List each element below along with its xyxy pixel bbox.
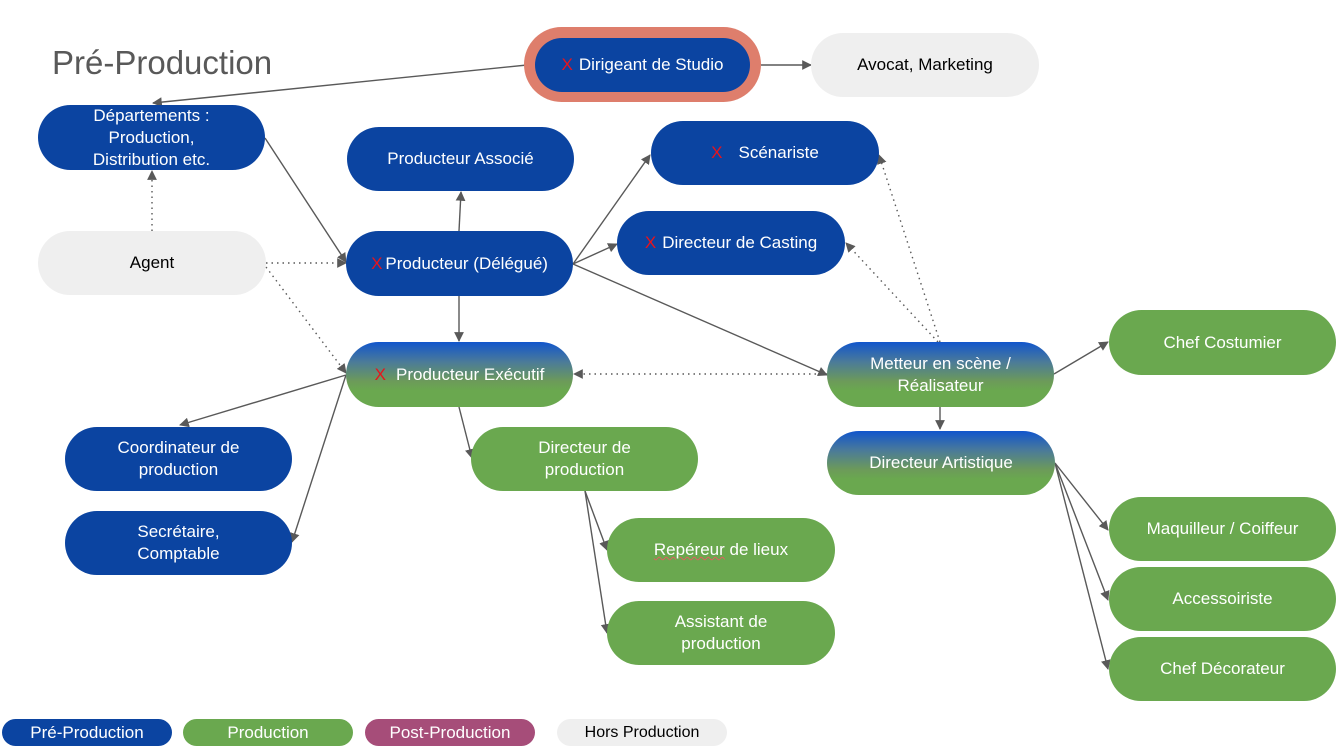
legend-hors-production: Hors Production xyxy=(557,719,727,746)
node-producteur-executif[interactable]: X Producteur Exécutif xyxy=(346,342,573,407)
node-label: de lieux xyxy=(724,540,789,559)
node-label: Producteur Exécutif xyxy=(395,364,545,384)
node-label: Maquilleur / Coiffeur xyxy=(1146,519,1299,538)
node-departements[interactable]: Départements : Production, Distribution … xyxy=(38,105,265,170)
node-label: Avocat, Marketing xyxy=(857,55,993,74)
node-label: Départements : Production, Distribution … xyxy=(92,105,211,169)
edge-agent-executif xyxy=(265,266,347,374)
node-label: Directeur Artistique xyxy=(869,453,1013,472)
node-producteur-associe[interactable]: Producteur Associé xyxy=(347,127,574,191)
edge-delegue-casting xyxy=(572,243,618,265)
node-producteur-delegue[interactable]: X Producteur (Délégué) xyxy=(346,231,573,296)
node-directeur-artistique[interactable]: Directeur Artistique xyxy=(827,431,1055,495)
node-label: Chef Décorateur xyxy=(1160,659,1285,678)
node-label: Directeur de production xyxy=(538,438,631,479)
node-agent[interactable]: Agent xyxy=(38,231,266,295)
node-metteur-en-scene[interactable]: Metteur en scène / Réalisateur xyxy=(827,342,1054,407)
node-avocat-marketing[interactable]: Avocat, Marketing xyxy=(811,33,1039,97)
edge-artistique-maquilleur xyxy=(1054,462,1109,531)
node-coordinateur-de-production[interactable]: Coordinateur de production xyxy=(65,427,292,491)
edge-executif-secretaire xyxy=(290,374,347,543)
edge-artistique-accessoiriste xyxy=(1054,462,1110,601)
legend-post-production: Post-Production xyxy=(365,719,535,746)
edge-metteur-scenariste xyxy=(877,154,941,343)
node-chef-decorateur[interactable]: Chef Décorateur xyxy=(1109,637,1336,701)
x-mark-icon: X xyxy=(374,364,386,384)
page-title: Pré-Production xyxy=(52,44,273,81)
x-mark-icon: X xyxy=(561,55,573,74)
edge-metteur-costumier xyxy=(1053,341,1109,375)
node-label: Dirigeant de Studio xyxy=(578,55,724,74)
x-mark-icon: X xyxy=(711,143,723,162)
node-label: Chef Costumier xyxy=(1163,332,1282,352)
edge-executif-dirproduction xyxy=(458,406,475,459)
node-secretaire-comptable[interactable]: Secrétaire, Comptable xyxy=(65,511,292,575)
legend-pre-production: Pré-Production xyxy=(2,719,172,746)
x-mark-icon: X xyxy=(371,253,383,273)
edge-dirproduction-repereur xyxy=(584,490,609,551)
node-label: Directeur de Casting xyxy=(662,233,818,252)
node-accessoiriste[interactable]: Accessoiriste xyxy=(1109,567,1336,631)
node-chef-costumier[interactable]: Chef Costumier xyxy=(1109,310,1336,375)
node-dirigeant-de-studio[interactable]: X Dirigeant de Studio xyxy=(535,38,750,92)
edge-dirproduction-assistant xyxy=(584,490,611,634)
x-mark-icon: X xyxy=(644,233,657,252)
edge-artistique-decorateur xyxy=(1054,462,1111,670)
node-label-misspelled: Repéreur xyxy=(653,540,725,559)
edge-metteur-casting xyxy=(845,242,939,343)
node-label: Coordinateur de production xyxy=(117,438,240,479)
edge-departements-delegue xyxy=(264,137,347,263)
node-label: Producteur (Délégué) xyxy=(385,253,548,273)
node-label: Producteur Associé xyxy=(387,149,534,168)
edge-executif-coordinateur xyxy=(179,374,347,428)
node-directeur-de-casting[interactable]: X Directeur de Casting xyxy=(617,211,845,275)
node-label: Assistant de production xyxy=(674,612,768,653)
node-scenariste[interactable]: X Scénariste xyxy=(651,121,879,185)
node-directeur-de-production[interactable]: Directeur de production xyxy=(471,427,698,491)
edge-delegue-metteur xyxy=(572,263,828,376)
node-label: Accessoiriste xyxy=(1172,589,1273,608)
legend-production: Production xyxy=(183,719,353,746)
node-label: Secrétaire, Comptable xyxy=(137,522,220,563)
node-label: Agent xyxy=(129,253,175,272)
node-repereur-de-lieux[interactable]: Repéreur de lieux xyxy=(607,518,835,582)
node-maquilleur-coiffeur[interactable]: Maquilleur / Coiffeur xyxy=(1109,497,1336,561)
node-assistant-de-production[interactable]: Assistant de production xyxy=(607,601,835,665)
node-label: Metteur en scène / Réalisateur xyxy=(870,353,1011,395)
edge-delegue-associe xyxy=(455,191,466,232)
node-label: Scénariste xyxy=(738,143,819,162)
